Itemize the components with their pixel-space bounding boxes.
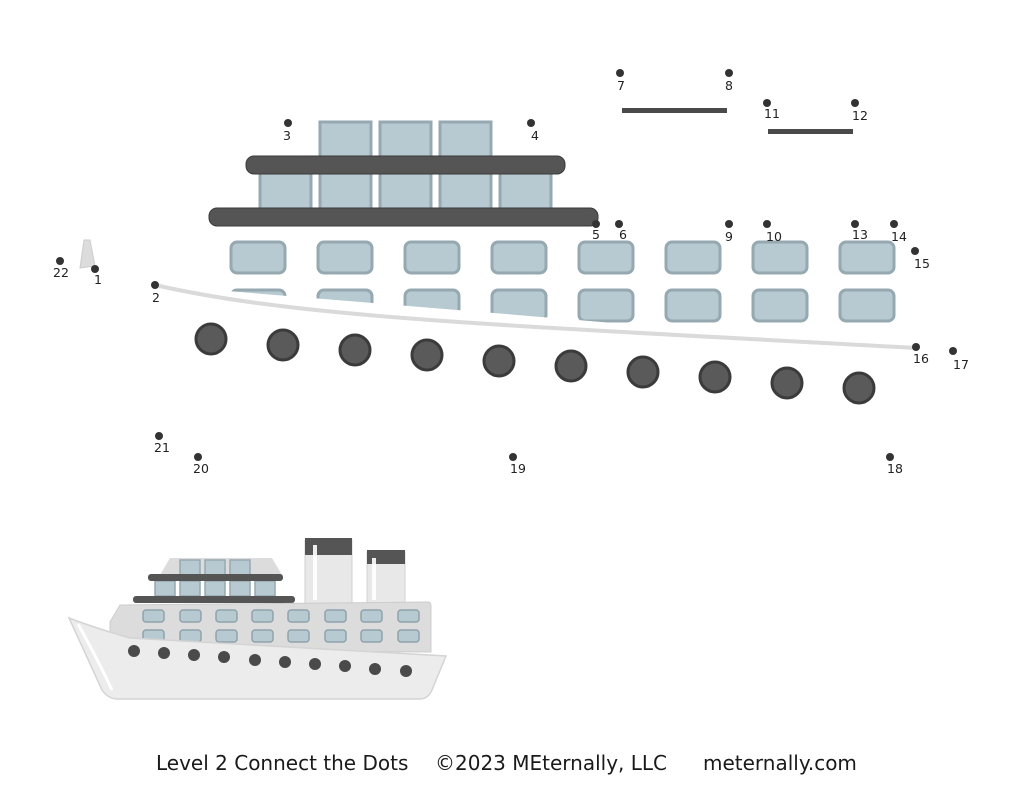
dot-marker	[851, 99, 859, 107]
dot-number-label: 9	[725, 229, 733, 244]
dot-number-label: 22	[53, 265, 69, 280]
bow-tip	[79, 239, 96, 269]
dot-number-label: 8	[725, 78, 733, 93]
footer-copyright: ©2023 MEternally, LLC	[435, 751, 668, 775]
dot-16: 16	[912, 343, 929, 366]
dot-12: 12	[851, 99, 868, 123]
dot-18: 18	[886, 453, 903, 476]
dot-8: 8	[725, 69, 733, 93]
dot-marker	[592, 220, 600, 228]
portholes	[194, 322, 876, 405]
dot-marker	[509, 453, 517, 461]
dot-number-label: 10	[766, 229, 782, 244]
dot-15: 15	[911, 247, 930, 271]
dot-11: 11	[763, 99, 780, 121]
dot-22: 22	[53, 257, 69, 280]
dot-1: 1	[91, 265, 102, 287]
reference-ship-picture	[67, 538, 448, 700]
dot-number-label: 2	[152, 290, 160, 305]
dot-9: 9	[725, 220, 733, 244]
dot-number-label: 17	[953, 357, 969, 372]
dot-marker	[151, 281, 159, 289]
dot-marker	[851, 220, 859, 228]
dot-number-label: 11	[764, 106, 780, 121]
dot-5: 5	[592, 220, 600, 242]
dot-19: 19	[509, 453, 526, 476]
dot-number-label: 14	[891, 229, 907, 244]
dot-number-label: 5	[592, 227, 600, 242]
dot-marker	[763, 99, 771, 107]
lower-deck	[208, 207, 599, 227]
dot-marker	[284, 119, 292, 127]
dot-number-label: 15	[914, 256, 930, 271]
dot-21: 21	[154, 432, 170, 455]
funnel-top-right	[768, 129, 853, 134]
dot-20: 20	[193, 453, 209, 476]
dot-14: 14	[890, 220, 907, 244]
dot-number-label: 18	[887, 461, 903, 476]
dot-marker	[155, 432, 163, 440]
upper-deck	[245, 155, 566, 175]
dot-marker	[763, 220, 771, 228]
dot-marker	[912, 343, 920, 351]
dot-marker	[616, 69, 624, 77]
worksheet-footer: Level 2 Connect the Dots ©2023 MEternall…	[0, 747, 1024, 779]
dot-marker	[911, 247, 919, 255]
dot-marker	[615, 220, 623, 228]
dot-marker	[56, 257, 64, 265]
dot-number-label: 12	[852, 108, 868, 123]
dot-marker	[949, 347, 957, 355]
dot-number-label: 21	[154, 440, 170, 455]
dot-number-label: 13	[852, 227, 868, 242]
footer-title: Level 2 Connect the Dots	[156, 751, 409, 775]
dot-number-label: 20	[193, 461, 209, 476]
dot-4: 4	[527, 119, 539, 143]
dot-17: 17	[949, 347, 969, 372]
dot-number-label: 3	[283, 128, 291, 143]
dot-number-label: 7	[617, 78, 625, 93]
dot-number-label: 1	[94, 272, 102, 287]
dot-6: 6	[615, 220, 627, 242]
dot-number-label: 4	[531, 128, 539, 143]
partial-ship-drawing	[79, 108, 918, 405]
dot-number-label: 16	[913, 351, 929, 366]
funnel-top-left	[622, 108, 727, 113]
hull-windows-row-1	[229, 240, 896, 275]
footer-site-link[interactable]: meternally.com	[703, 751, 857, 775]
dot-marker	[886, 453, 894, 461]
dot-marker	[91, 265, 99, 273]
dot-7: 7	[616, 69, 625, 93]
dot-13: 13	[851, 220, 868, 242]
dot-marker	[725, 220, 733, 228]
hull-line	[153, 283, 918, 350]
dot-marker	[194, 453, 202, 461]
dot-2: 2	[151, 281, 160, 305]
dot-marker	[890, 220, 898, 228]
upper-cabin-windows	[258, 120, 553, 212]
dot-number-label: 19	[510, 461, 526, 476]
dot-3: 3	[283, 119, 292, 143]
dot-marker	[725, 69, 733, 77]
dot-marker	[527, 119, 535, 127]
dot-number-label: 6	[619, 227, 627, 242]
dot-10: 10	[763, 220, 782, 244]
